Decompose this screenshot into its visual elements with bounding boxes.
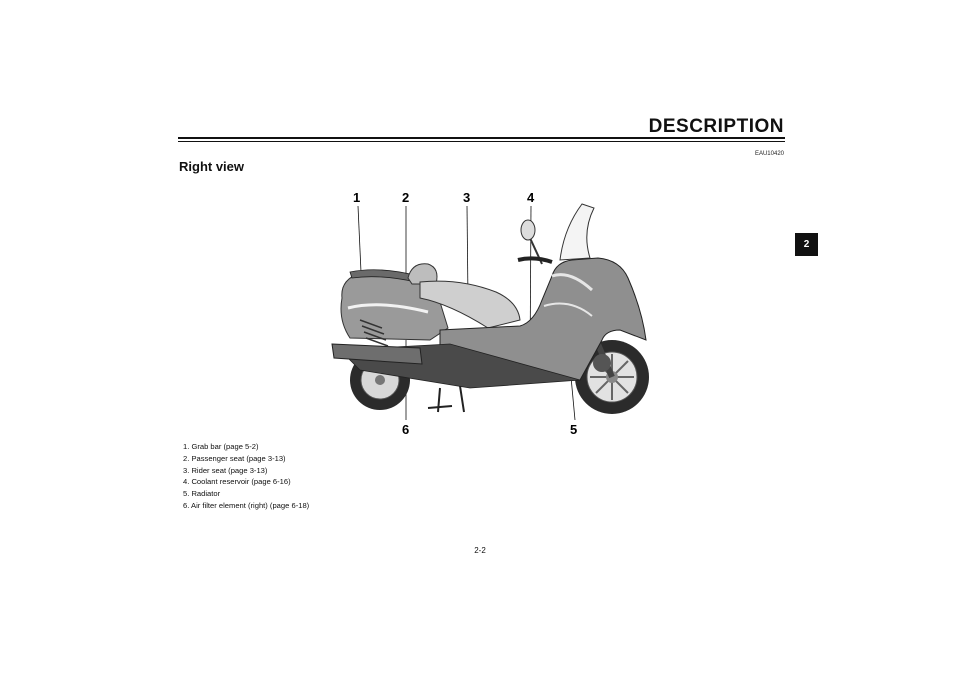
legend-item: 5. Radiator [183, 489, 221, 499]
callout-2: 2 [402, 190, 409, 205]
header-rule [178, 137, 785, 139]
page-header-title: DESCRIPTION [648, 116, 784, 137]
legend-item: 4. Coolant reservoir (page 6-16) [183, 477, 291, 487]
page-number: 2-2 [474, 546, 486, 555]
chapter-tab: 2 [795, 233, 818, 256]
rider-seat [419, 280, 521, 329]
header-rule-thin [178, 141, 785, 142]
exhaust [331, 343, 423, 365]
front-body [439, 257, 647, 385]
document-code: EAU10420 [754, 151, 784, 157]
callout-5: 5 [570, 422, 577, 435]
windscreen [559, 203, 595, 261]
rear-shock [359, 319, 389, 347]
legend-item: 2. Passenger seat (page 3-13) [183, 453, 286, 463]
callout-4: 4 [527, 190, 535, 205]
callout-6: 6 [402, 422, 409, 435]
scooter-illustration: 1 2 3 4 6 5 [331, 190, 649, 435]
parts-legend: 1. Grab bar (page 5-2) 2. Passenger seat… [183, 441, 309, 512]
legend-item: 3. Rider seat (page 3-13) [183, 465, 268, 475]
legend-item: 6. Air filter element (right) (page 6-18… [183, 500, 310, 510]
callout-3: 3 [463, 190, 470, 205]
callout-1: 1 [353, 190, 360, 205]
legend-item: 1. Grab bar (page 5-2) [183, 442, 259, 451]
section-title: Right view [179, 159, 245, 174]
side-stand [427, 385, 465, 413]
